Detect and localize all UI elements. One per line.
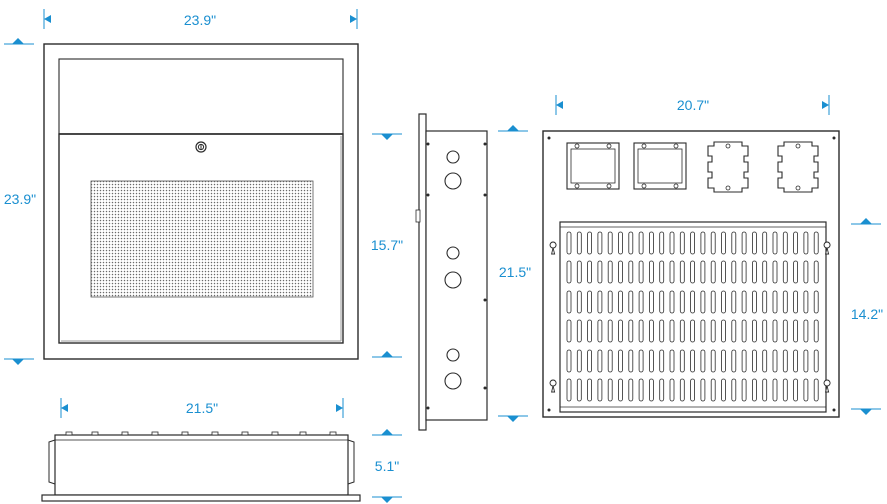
bottom-view: 21.5" 5.1" [41,398,402,503]
arrow-up-icon [860,218,872,224]
front-top-panel [58,58,344,135]
interior-view: 20.7" 14.2" [542,95,883,418]
interior-width-label: 20.7" [677,97,709,113]
knockout-holes [444,150,462,390]
outlet-box-square [633,142,687,190]
arrow-down-icon [12,359,24,365]
arrow-down-icon [860,409,872,415]
keyhole-mount-icons [549,241,831,393]
arrow-up-icon [507,125,519,131]
arrow-right-icon [336,404,343,412]
door-height-dimension: 15.7" [371,133,403,358]
outlet-box-gang [777,141,819,193]
side-height-dimension: 21.5" [498,125,531,422]
interior-width-dimension: 20.7" [555,95,830,115]
front-width-dimension: 23.9" [43,9,358,29]
front-view: 23.9" 23.9" [4,9,403,365]
arrow-left-icon [61,404,68,412]
outlet-box-square [566,142,620,190]
front-height-dimension: 23.9" [4,38,36,365]
arrow-right-icon [822,101,829,109]
bottom-body [54,434,349,496]
arrow-up-icon [12,38,24,44]
shelf-height-label: 14.2" [851,306,883,322]
side-height-label: 21.5" [499,264,531,280]
arrow-left-icon [556,101,563,109]
arrow-right-icon [350,15,357,23]
arrow-down-icon [507,416,519,422]
bottom-width-label: 21.5" [186,400,218,416]
front-height-label: 23.9" [4,191,36,207]
door-height-label: 15.7" [371,237,403,253]
speaker-grille [90,180,314,298]
bottom-depth-dimension: 5.1" [372,429,402,503]
outlet-boxes [566,141,819,193]
arrow-down-icon [381,497,393,503]
bottom-depth-label: 5.1" [375,458,399,474]
outlet-box-gang [707,141,749,193]
bottom-width-dimension: 21.5" [60,398,344,418]
arrow-left-icon [44,15,51,23]
front-width-label: 23.9" [184,12,216,28]
arrow-up-icon [381,429,393,435]
arrow-down-icon [381,134,393,140]
shelf-height-dimension: 14.2" [851,218,883,415]
ventilation-slots [566,231,819,402]
arrow-up-icon [381,351,393,357]
keyhole-lock-icon [195,141,207,153]
side-flange [418,113,427,431]
side-view: 21.5" [415,113,531,431]
